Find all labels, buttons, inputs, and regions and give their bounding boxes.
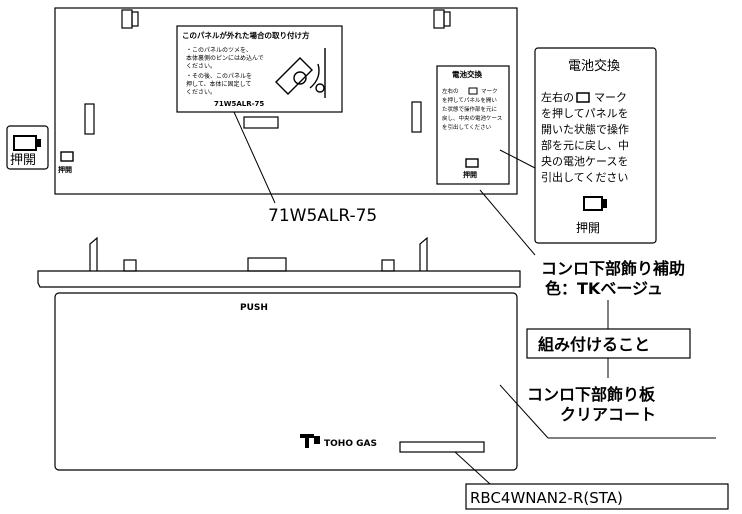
battery-panel-small: [436, 65, 510, 185]
sticker-code: 71W5ALR-75: [214, 100, 264, 108]
rail-tab-center: [247, 257, 287, 272]
battery-small-line-2: を押してパネルを開い: [442, 96, 497, 104]
note-plate-line-2: クリアコート: [560, 405, 656, 424]
part-lower-box: [465, 483, 729, 510]
label-sticker: [176, 25, 343, 113]
battery-small-line-5: を引出してください: [442, 123, 492, 131]
battery-small-line-1a: 左右の: [442, 87, 459, 95]
battery-small-line-1b: マーク: [481, 88, 498, 95]
leader-callout: [499, 149, 536, 169]
leader-plate-a: [499, 384, 549, 439]
upper-clip-left-inner: [131, 11, 139, 27]
battery-small-button-label: 押開: [463, 170, 477, 179]
battery-small-line-3: た状態で操作部を元に: [442, 105, 497, 113]
sticker-dot: [315, 83, 325, 93]
lower-panel-slot: [399, 441, 485, 453]
toho-logo-icon: [300, 434, 320, 448]
leader-aux: [479, 189, 536, 256]
left-tab-label: 押開: [10, 153, 36, 168]
upper-clip-left: [121, 9, 133, 29]
rail-tab-1: [123, 259, 137, 272]
callout-line-1b: マーク: [594, 91, 627, 104]
upper-clip-right: [433, 9, 445, 29]
rail-hook-left: [89, 236, 98, 271]
sticker-line-5: 押して、本体に固定して: [186, 80, 251, 88]
sticker-graphic: [275, 48, 326, 98]
left-open-tab: [6, 125, 49, 170]
leader-sticker: [233, 111, 276, 204]
sticker-panel-shape: [275, 57, 313, 95]
battery-icon-left-cap: [35, 139, 41, 147]
lower-panel: [54, 292, 518, 471]
small-tab-label: 押開: [58, 165, 72, 174]
battery-icon-small-tab: [60, 151, 74, 162]
sticker-title: このパネルが外れた場合の取り付け方: [182, 30, 310, 40]
callout-line-5: 央の電池ケースを: [541, 155, 628, 168]
note-plate-line-1: コンロ下部飾り板: [527, 385, 656, 404]
part-upper: 71W5ALR-75: [268, 206, 377, 226]
upper-panel: [54, 7, 518, 195]
callout-button-label: 押開: [576, 221, 600, 235]
lower-rail: [37, 270, 521, 288]
callout-line-3: 開いた状態で操作: [541, 122, 629, 136]
battery-icon-callout: [583, 196, 603, 211]
sticker-line-3: ください。: [186, 63, 216, 70]
sticker-line-1: ・このパネルのツメを、: [186, 47, 252, 54]
brand-label: TOHO GAS: [324, 439, 377, 449]
battery-icon-panel-inline: [468, 87, 478, 95]
battery-icon-callout-inline: [576, 92, 590, 103]
battery-icon-left: [13, 135, 37, 151]
note-aux-line-2: 色：TKベージュ: [545, 279, 663, 298]
push-label: PUSH: [240, 303, 268, 313]
rail-tab-2: [381, 259, 395, 272]
battery-icon-panel: [465, 158, 479, 168]
part-lower: RBC4WNAN2-R(STA): [470, 489, 623, 507]
sticker-pin-circle: [293, 71, 307, 85]
upper-clip-right-inner: [443, 11, 451, 27]
slot-right: [411, 101, 422, 133]
upper-bottom-slot: [243, 116, 279, 129]
sticker-line-2: 本体裏側のピンにはめ込んで: [186, 54, 264, 62]
slot-left: [84, 103, 95, 135]
battery-callout-box: [534, 47, 657, 244]
callout-title: 電池交換: [568, 58, 620, 74]
rail-hook-right: [419, 236, 428, 271]
sticker-arrow: [309, 63, 320, 89]
battery-small-line-4: 戻し、中央の電池ケース: [442, 114, 502, 122]
battery-icon-callout-cap: [601, 199, 607, 208]
note-aux-line-1: コンロ下部飾り補助: [541, 259, 685, 278]
callout-line-6: 引出してください: [541, 170, 628, 184]
sticker-line-4: ・その後、このパネルを: [186, 72, 252, 80]
sticker-line-6: ください。: [186, 89, 216, 96]
assemble-label: 組み付けること: [538, 335, 650, 354]
leader-part-lower: [454, 451, 491, 485]
callout-line-4: 部を元に戻し、中: [541, 138, 629, 152]
battery-small-title: 電池交換: [452, 69, 482, 79]
callout-line-2: を押してパネルを: [541, 106, 629, 120]
callout-line-1a: 左右の: [541, 90, 574, 104]
